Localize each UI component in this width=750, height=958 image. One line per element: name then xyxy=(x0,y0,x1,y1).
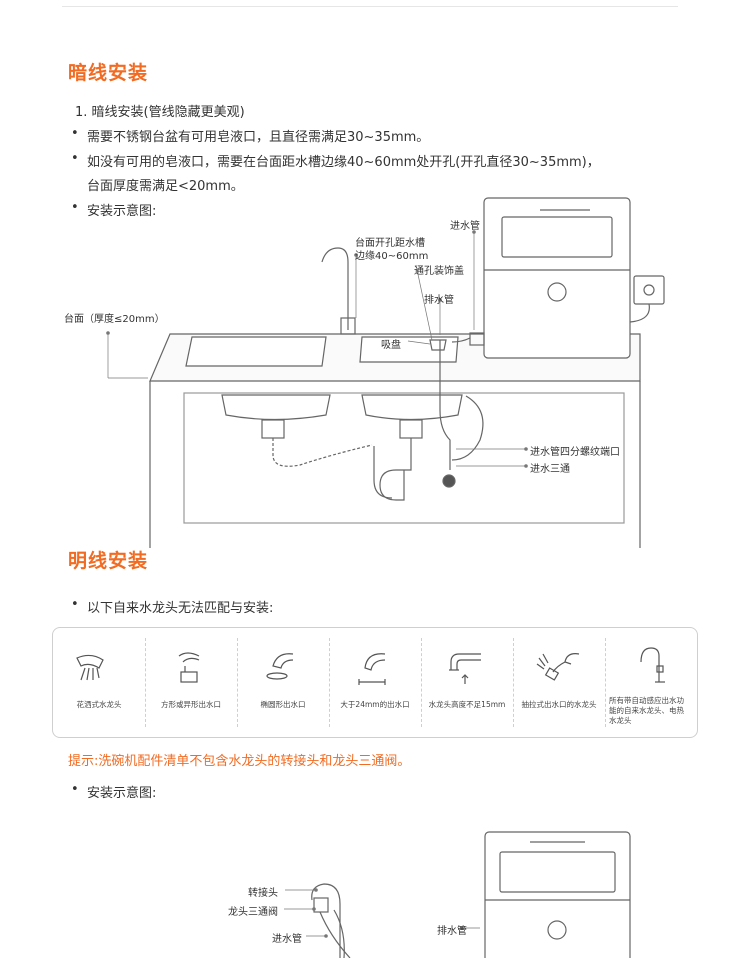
top-divider xyxy=(62,6,678,7)
faucet-item: 抽拉式出水口的水龙头 xyxy=(513,628,605,737)
label-drain-pipe: 排水管 xyxy=(424,295,454,306)
label-adapter: 转接头 xyxy=(248,888,278,899)
concealed-bullet-1: 需要不锈钢台盆有可用皂液口，且直径需满足30~35mm。 xyxy=(87,130,430,145)
concealed-item-1: 1. 暗线安装(管线隐藏更美观) xyxy=(75,105,245,120)
oval-outlet-icon xyxy=(266,653,294,680)
label-inlet-tee: 进水三通 xyxy=(530,464,570,475)
wide-outlet-icon xyxy=(358,653,386,685)
label-tee-valve: 龙头三通阀 xyxy=(228,907,278,918)
section-title-concealed: 暗线安装 xyxy=(68,62,149,84)
shower-faucet-icon xyxy=(76,654,104,681)
incompatible-faucets-panel: 花洒式水龙头 方形或异形出水口 椭圆形出水口 大于24mm的出水口 水龙头高度不… xyxy=(52,627,698,738)
label-hole-distance-1: 台面开孔距水槽 xyxy=(355,238,425,249)
faucet-item: 所有带自动感应出水功 能的自来水龙头、电热 水龙头 xyxy=(605,628,697,737)
faucet-caption: 水龙头高度不足15mm xyxy=(428,700,506,709)
sensor-faucet-icon xyxy=(640,647,665,683)
faucet-caption: 所有带自动感应出水功 能的自来水龙头、电热 水龙头 xyxy=(609,696,695,726)
label-inlet-pipe-2: 进水管 xyxy=(272,934,302,945)
bullet-dot: • xyxy=(71,200,79,215)
low-faucet-icon xyxy=(449,653,481,684)
faucet-item: 椭圆形出水口 xyxy=(237,628,329,737)
faucet-caption: 大于24mm的出水口 xyxy=(340,700,410,709)
label-hole-cover: 通孔装饰盖 xyxy=(414,266,464,277)
bullet-dot: • xyxy=(71,151,79,166)
bullet-dot: • xyxy=(71,597,79,612)
concealed-bullet-2b: 台面厚度需满足<20mm。 xyxy=(87,179,244,194)
faucet-item: 花洒式水龙头 xyxy=(53,628,145,737)
faucet-caption-line: 所有带自动感应出水功 xyxy=(609,696,684,705)
label-inlet-pipe: 进水管 xyxy=(450,221,480,232)
square-outlet-icon xyxy=(178,652,200,683)
faucet-item: 大于24mm的出水口 xyxy=(329,628,421,737)
exposed-bullet-2: 安装示意图: xyxy=(87,786,157,801)
label-drain-pipe-2: 排水管 xyxy=(437,926,467,937)
faucet-item: 方形或异形出水口 xyxy=(145,628,237,737)
concealed-bullet-2a: 如没有可用的皂液口，需要在台面距水槽边缘40~60mm处开孔(开孔直径30~35… xyxy=(87,155,600,170)
concealed-bullet-3: 安装示意图: xyxy=(87,204,157,219)
label-countertop: 台面（厚度≤20mm） xyxy=(64,314,165,325)
label-inlet-port: 进水管四分螺纹端口 xyxy=(530,447,620,458)
label-suction-cup: 吸盘 xyxy=(381,340,401,351)
faucet-caption: 花洒式水龙头 xyxy=(76,700,122,709)
pullout-faucet-icon xyxy=(536,653,580,681)
tip-note: 提示:洗碗机配件清单不包含水龙头的转接头和龙头三通阀。 xyxy=(68,754,411,769)
faucet-item: 水龙头高度不足15mm xyxy=(421,628,513,737)
section-title-exposed: 明线安装 xyxy=(68,550,149,572)
faucet-caption: 方形或异形出水口 xyxy=(161,700,221,709)
bullet-dot: • xyxy=(71,126,79,141)
faucet-caption-line: 水龙头 xyxy=(609,716,632,725)
exposed-bullet-1: 以下自来水龙头无法匹配与安装: xyxy=(87,601,274,616)
faucet-caption-line: 能的自来水龙头、电热 xyxy=(609,706,684,715)
faucet-caption: 抽拉式出水口的水龙头 xyxy=(521,700,597,709)
bullet-dot: • xyxy=(71,782,79,797)
faucet-caption: 椭圆形出水口 xyxy=(260,700,306,709)
label-hole-distance-2: 边缘40~60mm xyxy=(355,251,429,262)
